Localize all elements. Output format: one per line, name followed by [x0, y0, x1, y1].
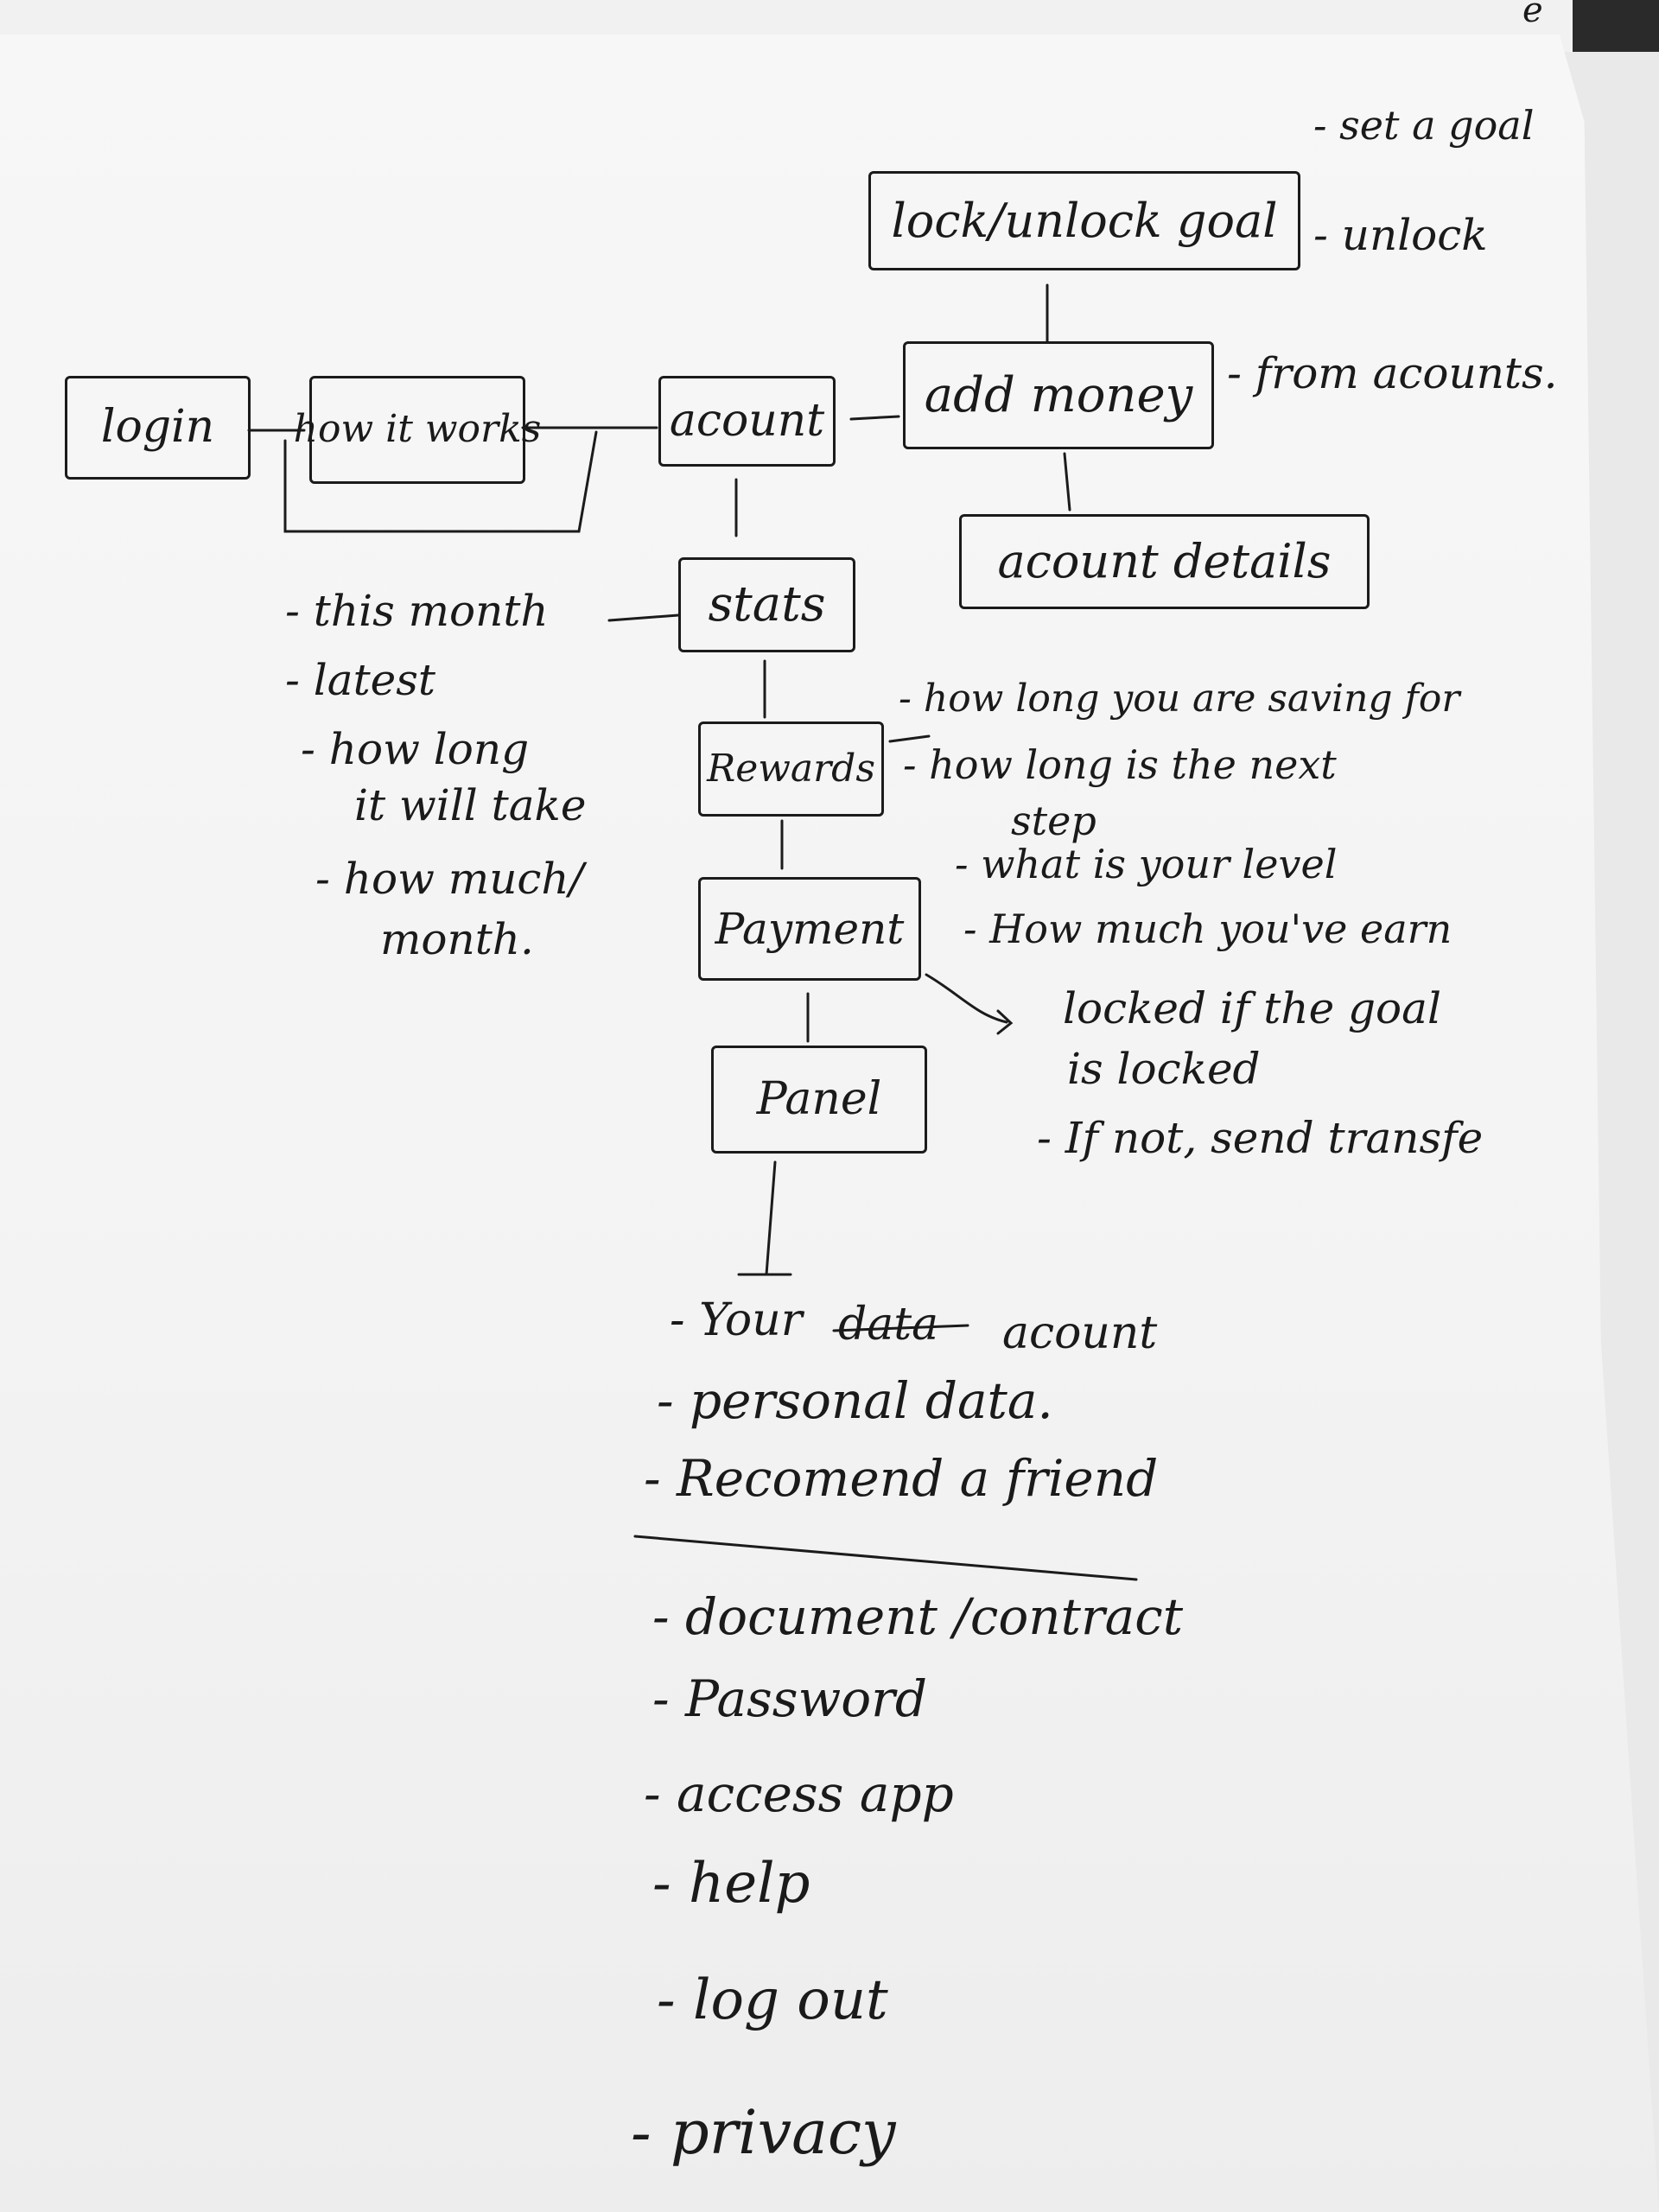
payment-label: Payment: [715, 903, 905, 954]
rewards-label: Rewards: [707, 746, 875, 791]
payment-box[interactable]: Payment: [698, 877, 921, 981]
panel-label: Panel: [756, 1072, 882, 1125]
panel-menu-recommend-friend: - Recomend a friend: [644, 1449, 1159, 1508]
corner-mark: e: [1522, 0, 1543, 30]
stats-note-it-will-take: it will take: [354, 780, 587, 830]
panel-menu-access-app: - access app: [644, 1764, 954, 1823]
panel-menu-your: - Your: [670, 1294, 803, 1346]
how-it-works-box[interactable]: how it works: [294, 376, 541, 484]
add-money-note: - from acounts.: [1227, 348, 1558, 398]
login-box[interactable]: login: [65, 376, 251, 480]
stats-note-month: month.: [380, 914, 534, 964]
panel-menu-personal-data: - personal data.: [657, 1371, 1053, 1430]
account-details-label: acount details: [997, 534, 1332, 589]
panel-menu-help: - help: [652, 1852, 810, 1916]
how-it-works-label: how it works: [293, 407, 542, 452]
payment-note-send-transfer: - If not, send transfe: [1037, 1113, 1484, 1163]
panel-menu-account: acount: [1002, 1307, 1158, 1359]
account-label: acount: [669, 394, 825, 447]
panel-menu-data-crossed: data: [838, 1299, 939, 1351]
stats-note-latest: - latest: [285, 655, 436, 705]
account-box[interactable]: acount: [658, 376, 836, 467]
login-label: login: [100, 401, 215, 454]
lock-goal-note-unlock: - unlock: [1313, 210, 1488, 260]
panel-box[interactable]: Panel: [711, 1046, 927, 1154]
paper-sheet: [0, 35, 1659, 2212]
add-money-label: add money: [924, 366, 1193, 423]
rewards-box[interactable]: Rewards: [698, 721, 884, 817]
payment-note-locked: locked if the goal: [1063, 983, 1441, 1033]
rewards-note-step: step: [1011, 798, 1096, 844]
panel-menu-log-out: - log out: [657, 1968, 888, 2032]
rewards-note-next-step: - how long is the next: [903, 741, 1337, 788]
rewards-note-how-long-saving: - how long you are saving for: [899, 677, 1460, 721]
panel-menu-document-contract: - document /contract: [652, 1587, 1184, 1646]
stats-note-how-long: - how long: [301, 724, 530, 774]
account-details-box[interactable]: acount details: [959, 514, 1370, 609]
rewards-note-earn: - How much you've earn: [963, 906, 1452, 952]
stats-note-how-much: - how much/: [315, 854, 584, 904]
payment-note-is-locked: is locked: [1067, 1044, 1261, 1094]
lock-unlock-goal-label: lock/unlock goal: [891, 193, 1278, 248]
rewards-note-level: - what is your level: [955, 841, 1338, 887]
stats-label: stats: [708, 576, 826, 633]
panel-menu-privacy: - privacy: [631, 2097, 896, 2168]
add-money-box[interactable]: add money: [903, 341, 1214, 449]
lock-goal-note-set-a-goal: - set a goal: [1313, 102, 1535, 149]
stats-box[interactable]: stats: [678, 557, 855, 652]
lock-unlock-goal-box[interactable]: lock/unlock goal: [868, 171, 1300, 270]
panel-menu-password: - Password: [652, 1669, 927, 1728]
stats-note-this-month: - this month: [285, 586, 549, 636]
